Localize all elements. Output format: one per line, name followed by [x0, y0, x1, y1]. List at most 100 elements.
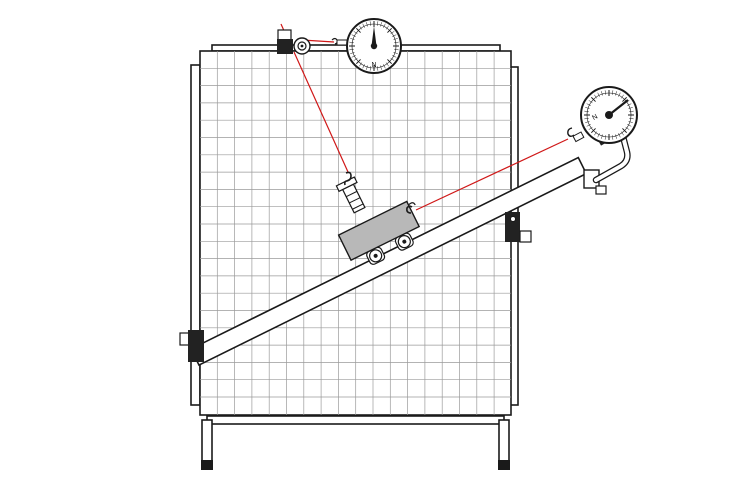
cart	[335, 171, 421, 265]
dial-tick	[393, 52, 398, 54]
right-foot	[498, 460, 510, 470]
dial-tick	[390, 31, 395, 35]
dial-tick	[590, 128, 596, 134]
inclined-rail	[179, 156, 607, 367]
dial-tick	[359, 25, 363, 30]
dial-tick	[590, 96, 596, 102]
dial-tick	[376, 66, 379, 71]
dial-tick	[604, 90, 607, 95]
dial-tick	[588, 100, 593, 104]
dial-tick	[355, 27, 361, 33]
top-clamp-screw	[277, 29, 292, 41]
left-leg	[201, 419, 213, 463]
dial-tick	[586, 103, 591, 106]
dial-tick	[380, 22, 382, 27]
dial-tick	[350, 38, 355, 40]
gauge-rod-fill	[594, 119, 630, 182]
dial-tick	[584, 110, 589, 113]
dial-tick	[366, 65, 368, 70]
dial-tick	[615, 91, 617, 96]
top-gauge-hub	[370, 42, 378, 50]
dial-tick	[628, 107, 633, 109]
dial-tick	[611, 135, 614, 140]
dial-tick	[392, 34, 397, 37]
dial-tick	[622, 128, 628, 134]
dial-tick	[387, 27, 393, 33]
dial-tick	[627, 103, 632, 106]
dial-tick	[349, 41, 354, 44]
dial-tick	[597, 133, 600, 138]
dial-tick	[597, 92, 600, 97]
string-pulley-to-cart	[293, 51, 349, 173]
dial-tick	[615, 134, 617, 139]
dial-tick	[604, 135, 607, 140]
cart-weight-holder	[335, 176, 366, 214]
top-gauge-hook-icon	[331, 37, 338, 45]
dial-tick	[594, 94, 598, 99]
left-foot	[201, 460, 213, 470]
dial-tick	[601, 134, 603, 139]
dial-tick	[376, 21, 379, 26]
dial-tick	[628, 121, 633, 123]
pulley-pin	[300, 44, 304, 48]
dial-tick	[627, 124, 632, 127]
bottom-beam	[206, 415, 505, 425]
dial-tick	[359, 62, 363, 67]
right-gauge-unit-label: N	[591, 113, 599, 122]
left-clamp-knob	[179, 332, 190, 346]
dial-tick	[349, 48, 354, 51]
dial-tick	[383, 23, 386, 28]
dial-tick	[584, 117, 589, 120]
dial-tick	[362, 23, 365, 28]
right-clamp-bolt	[510, 216, 516, 222]
dial-tick	[387, 59, 393, 65]
dial-tick	[601, 91, 603, 96]
dial-tick	[629, 117, 634, 120]
dial-tick	[620, 94, 624, 99]
cart-body	[337, 200, 421, 262]
dial-tick	[351, 34, 356, 37]
cart-top-hook-icon	[343, 171, 352, 186]
dial-tick	[390, 57, 395, 61]
dial-tick	[585, 107, 590, 109]
dial-tick	[594, 131, 598, 136]
dial-tick	[385, 62, 389, 67]
dial-tick	[625, 126, 630, 130]
dial-tick	[353, 31, 358, 35]
cart-wheel-left	[366, 246, 386, 265]
top-gauge-unit-label: N	[371, 62, 376, 69]
dial-tick	[629, 110, 634, 113]
dial-tick	[392, 55, 397, 58]
top-clamp	[277, 39, 293, 54]
dial-tick	[588, 126, 593, 130]
dial-tick	[362, 64, 365, 69]
left-clamp	[188, 330, 204, 362]
right-spring-scale: N	[567, 86, 638, 184]
dial-tick	[380, 65, 382, 70]
dial-tick	[586, 124, 591, 127]
dial-tick	[383, 64, 386, 69]
dial-tick	[394, 41, 399, 44]
top-gauge-needle	[371, 26, 377, 46]
right-clamp-knob	[519, 230, 532, 243]
right-clamp	[505, 212, 520, 242]
cart-side-hook-icon	[406, 205, 413, 214]
top-spring-scale: N	[277, 18, 402, 74]
dial-tick	[350, 52, 355, 54]
right-gauge-neck	[572, 131, 585, 143]
dial-tick	[366, 22, 368, 27]
dial-tick	[369, 21, 372, 26]
cart-front-hook-icon	[408, 202, 416, 206]
string-cart-to-right-gauge	[415, 138, 569, 211]
cart-wheel-right	[394, 232, 414, 251]
dial-tick	[618, 133, 621, 138]
dial-tick	[369, 66, 372, 71]
top-gauge-stem	[336, 39, 348, 46]
top-gauge-ticks	[349, 21, 399, 71]
dial-tick	[620, 131, 624, 136]
dial-tick	[618, 92, 621, 97]
dial-tick	[355, 59, 361, 65]
dial-tick	[585, 121, 590, 123]
right-leg	[498, 419, 510, 463]
